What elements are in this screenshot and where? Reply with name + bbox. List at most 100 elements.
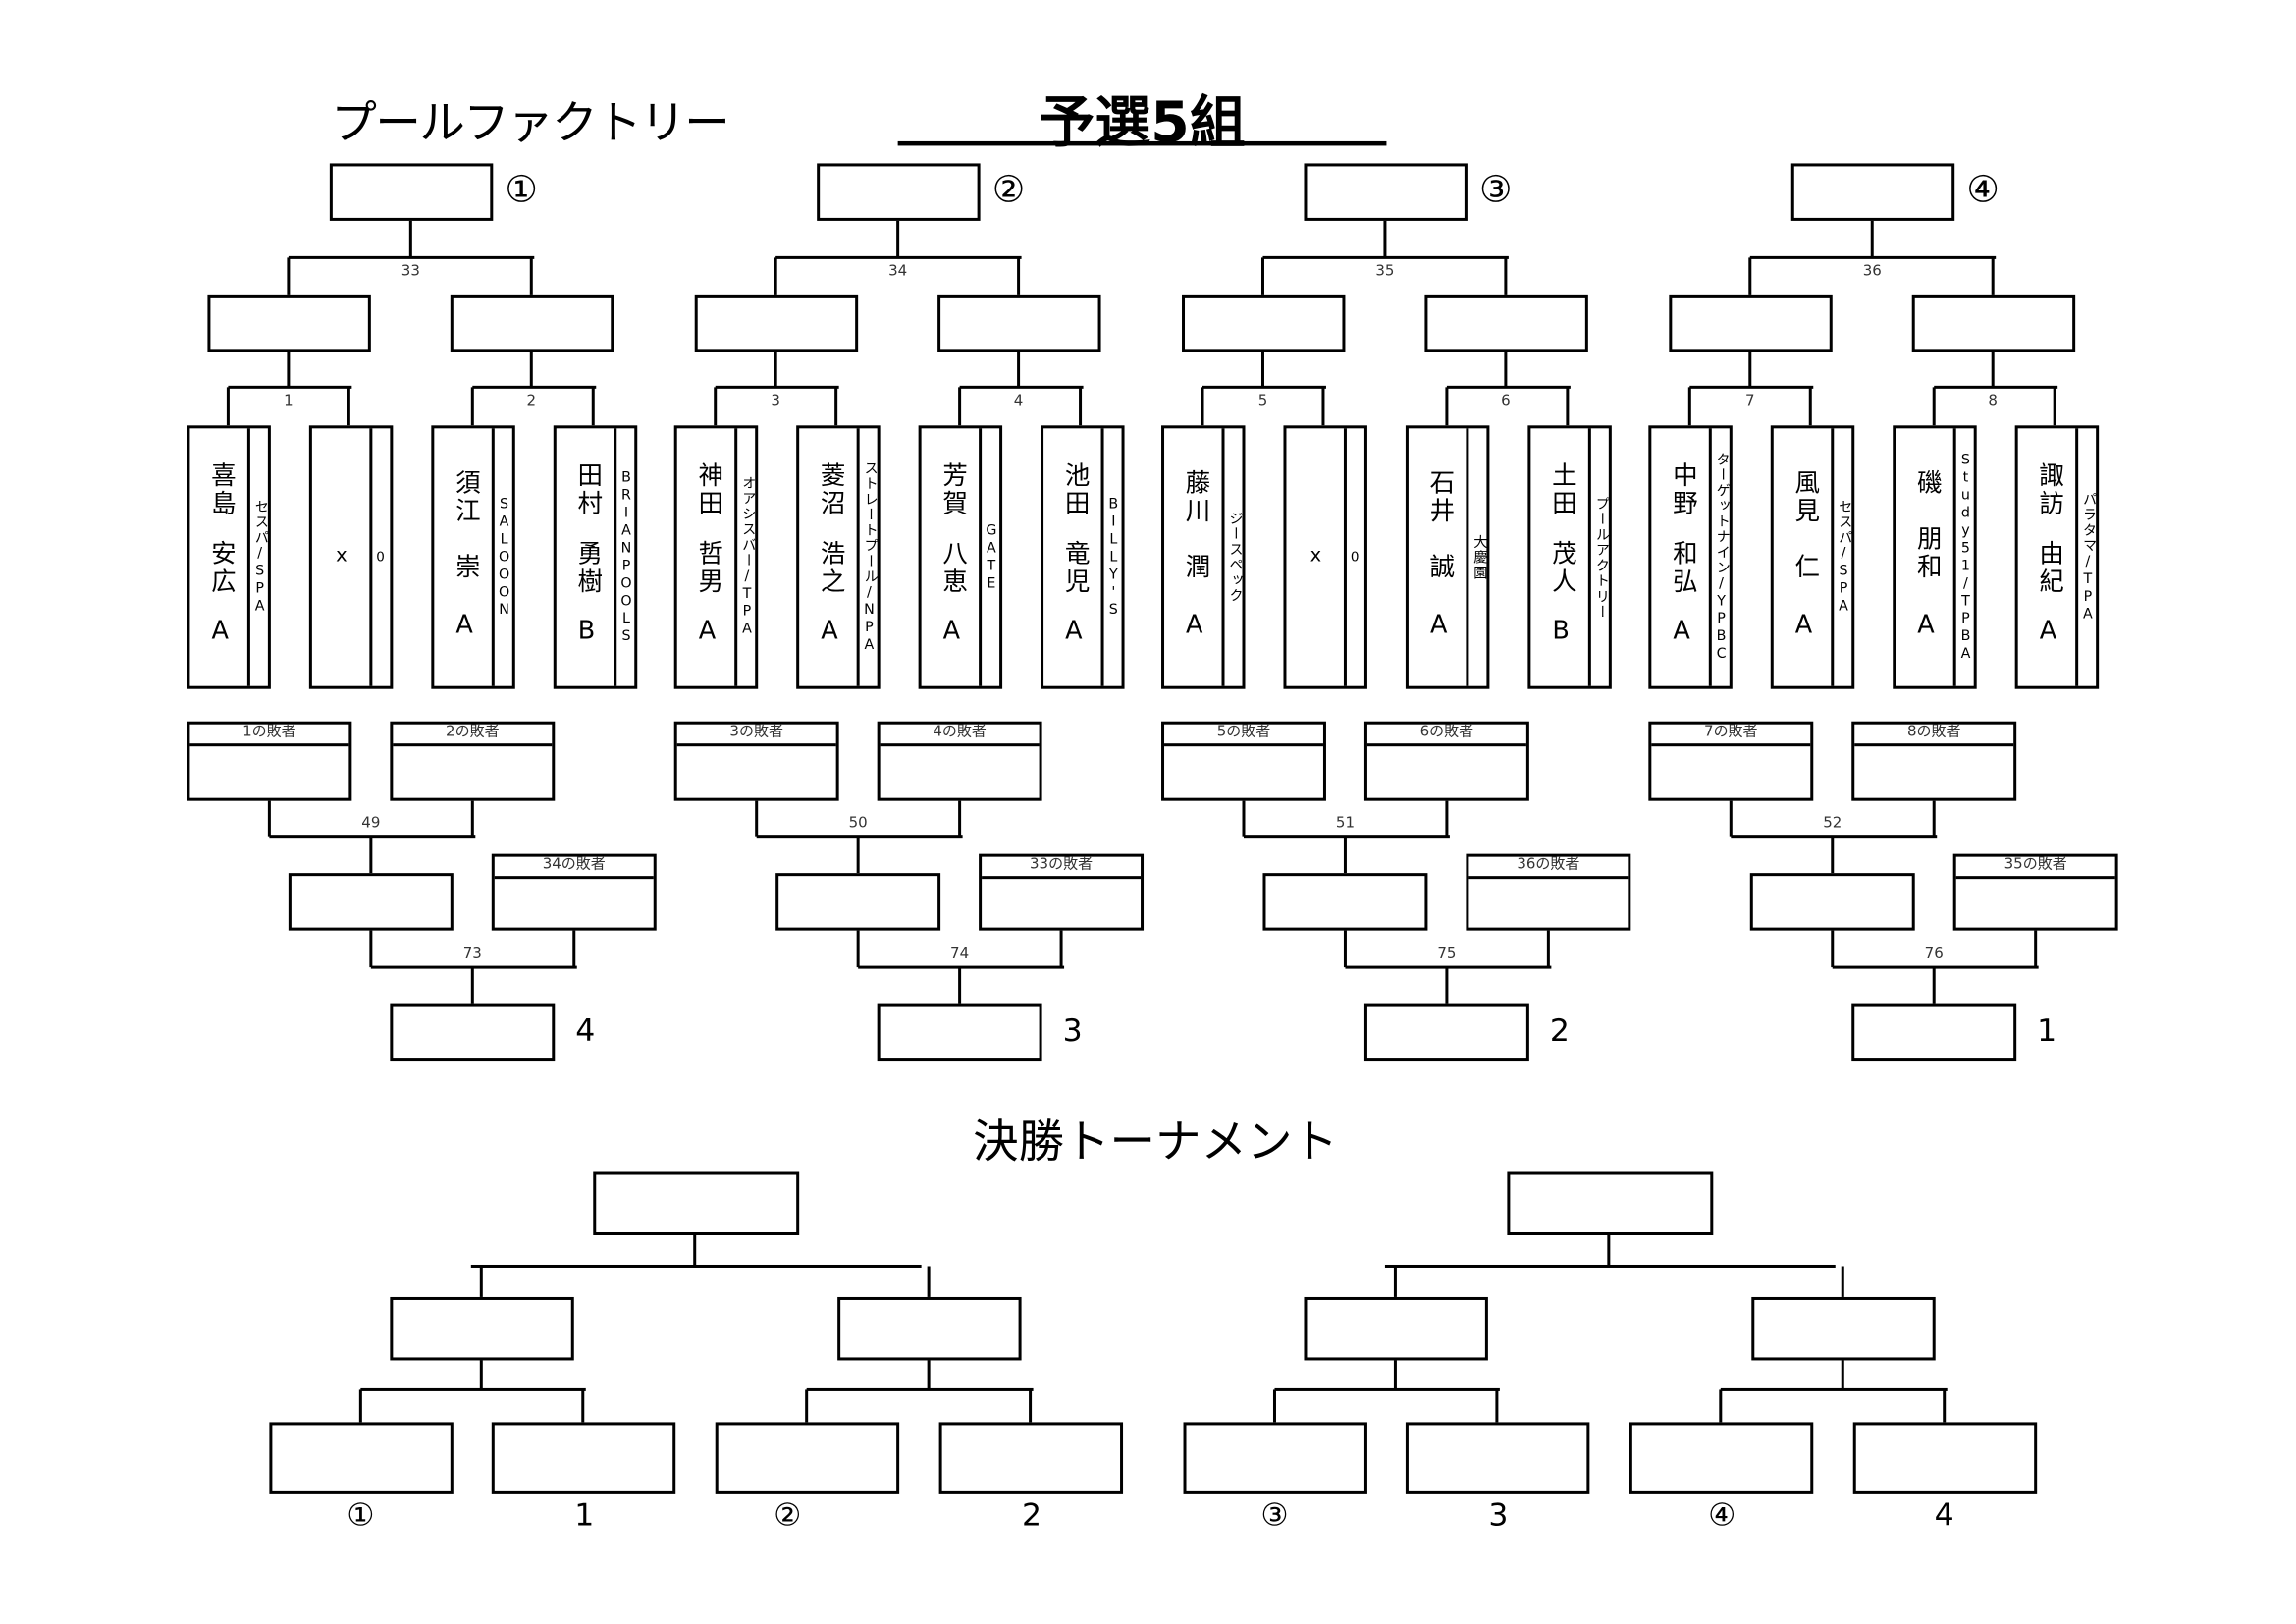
loser-slot-label: 7の敗者 bbox=[1651, 725, 1811, 747]
qualifier-box[interactable] bbox=[390, 1003, 556, 1062]
club-label: ストレートプール/NPA bbox=[861, 460, 878, 655]
loser-round-box[interactable] bbox=[775, 873, 941, 931]
group-winner-box[interactable] bbox=[817, 163, 981, 221]
bracket-line bbox=[958, 800, 962, 837]
cross-loser-box[interactable]: 35の敗者 bbox=[1952, 853, 2118, 931]
finals-mid-box[interactable] bbox=[390, 1296, 574, 1361]
bracket-line bbox=[287, 352, 291, 388]
semifinal-box[interactable] bbox=[450, 294, 614, 352]
player-class: A bbox=[1179, 610, 1209, 643]
bye-mark: x bbox=[336, 544, 347, 568]
bracket-line bbox=[715, 385, 839, 389]
group-winner-box[interactable] bbox=[1304, 163, 1468, 221]
player-club: セスパ/SPA bbox=[246, 428, 268, 686]
match-number: 74 bbox=[950, 947, 970, 963]
loser-slot-box[interactable]: 3の敗者 bbox=[673, 721, 839, 801]
semifinal-box[interactable] bbox=[1911, 294, 2076, 352]
loser-slot-box[interactable]: 8の敗者 bbox=[1851, 721, 2017, 801]
group-winner-box[interactable] bbox=[1790, 163, 1955, 221]
bracket-line bbox=[1274, 1387, 1500, 1391]
semifinal-box[interactable] bbox=[937, 294, 1101, 352]
player-given: 竜児 bbox=[1058, 539, 1089, 596]
bracket-line bbox=[958, 967, 962, 1004]
qualifier-box[interactable] bbox=[877, 1003, 1042, 1062]
finals-top-box[interactable] bbox=[1507, 1171, 1714, 1235]
bracket-line bbox=[1808, 387, 1812, 426]
loser-slot-box[interactable]: 4の敗者 bbox=[877, 721, 1042, 801]
semifinal-box[interactable] bbox=[1424, 294, 1588, 352]
loser-slot-box[interactable]: 6の敗者 bbox=[1363, 721, 1529, 801]
bracket-line bbox=[369, 930, 373, 968]
player-surname: 田村 bbox=[571, 461, 602, 518]
semifinal-box[interactable] bbox=[1669, 294, 1833, 352]
finals-entry-box[interactable] bbox=[1405, 1422, 1590, 1494]
player-given: 和弘 bbox=[1667, 539, 1697, 596]
venue-title: プールファクトリー bbox=[331, 96, 729, 150]
cross-loser-box[interactable]: 36の敗者 bbox=[1466, 853, 1631, 931]
finals-mid-box[interactable] bbox=[837, 1296, 1022, 1361]
bracket-line bbox=[470, 387, 474, 426]
finals-entry-box[interactable] bbox=[491, 1422, 676, 1494]
semifinal-box[interactable] bbox=[1182, 294, 1346, 352]
bracket-line bbox=[1345, 965, 1552, 969]
loser-slot-box[interactable]: 7の敗者 bbox=[1648, 721, 1814, 801]
bracket-line bbox=[287, 257, 291, 295]
finals-top-box[interactable] bbox=[593, 1171, 800, 1235]
bracket-line bbox=[1343, 836, 1347, 874]
qualifier-rank: 4 bbox=[575, 1012, 596, 1049]
semifinal-box[interactable] bbox=[207, 294, 371, 352]
loser-round-box[interactable] bbox=[1749, 873, 1915, 931]
loser-slot-box[interactable]: 5の敗者 bbox=[1161, 721, 1326, 801]
club-label: ターゲットナイン/YPBC bbox=[1713, 451, 1730, 664]
finals-mid-box[interactable] bbox=[1751, 1296, 1936, 1361]
player-given: 崇 bbox=[450, 553, 480, 582]
finals-entry-box[interactable] bbox=[938, 1422, 1124, 1494]
finals-entry-box[interactable] bbox=[269, 1422, 454, 1494]
loser-slot-box[interactable]: 2の敗者 bbox=[390, 721, 556, 801]
qualifier-box[interactable] bbox=[1363, 1003, 1529, 1062]
player-surname: 芳賀 bbox=[936, 461, 967, 518]
bracket-line bbox=[856, 836, 860, 874]
finals-entry-box[interactable] bbox=[1183, 1422, 1367, 1494]
finals-entry-box[interactable] bbox=[1629, 1422, 1814, 1494]
loser-round-box[interactable] bbox=[1262, 873, 1428, 931]
bracket-line bbox=[1321, 387, 1325, 426]
finals-slot-label: 4 bbox=[1934, 1496, 1954, 1533]
player-surname: 藤川 bbox=[1179, 468, 1209, 525]
bracket-line bbox=[1029, 1389, 1033, 1423]
cross-loser-box[interactable]: 34の敗者 bbox=[491, 853, 657, 931]
cross-loser-box[interactable]: 33の敗者 bbox=[979, 853, 1145, 931]
bracket-line bbox=[775, 255, 1022, 259]
loser-slot-box[interactable]: 1の敗者 bbox=[187, 721, 352, 801]
player-surname: 石井 bbox=[1423, 468, 1454, 525]
qualifier-box[interactable] bbox=[1851, 1003, 2017, 1062]
finals-entry-box[interactable] bbox=[715, 1422, 900, 1494]
bracket-line bbox=[1943, 1389, 1947, 1423]
bracket-line bbox=[1932, 800, 1936, 837]
player-surname: 菱沼 bbox=[814, 461, 844, 518]
finals-mid-box[interactable] bbox=[1304, 1296, 1488, 1361]
loser-round-box[interactable] bbox=[288, 873, 454, 931]
group-winner-box[interactable] bbox=[329, 163, 494, 221]
semifinal-box[interactable] bbox=[694, 294, 859, 352]
player-given: 仁 bbox=[1789, 553, 1819, 582]
bracket-line bbox=[1260, 352, 1264, 388]
finals-entry-box[interactable] bbox=[1852, 1422, 2038, 1494]
player-surname: 土田 bbox=[1546, 461, 1576, 518]
